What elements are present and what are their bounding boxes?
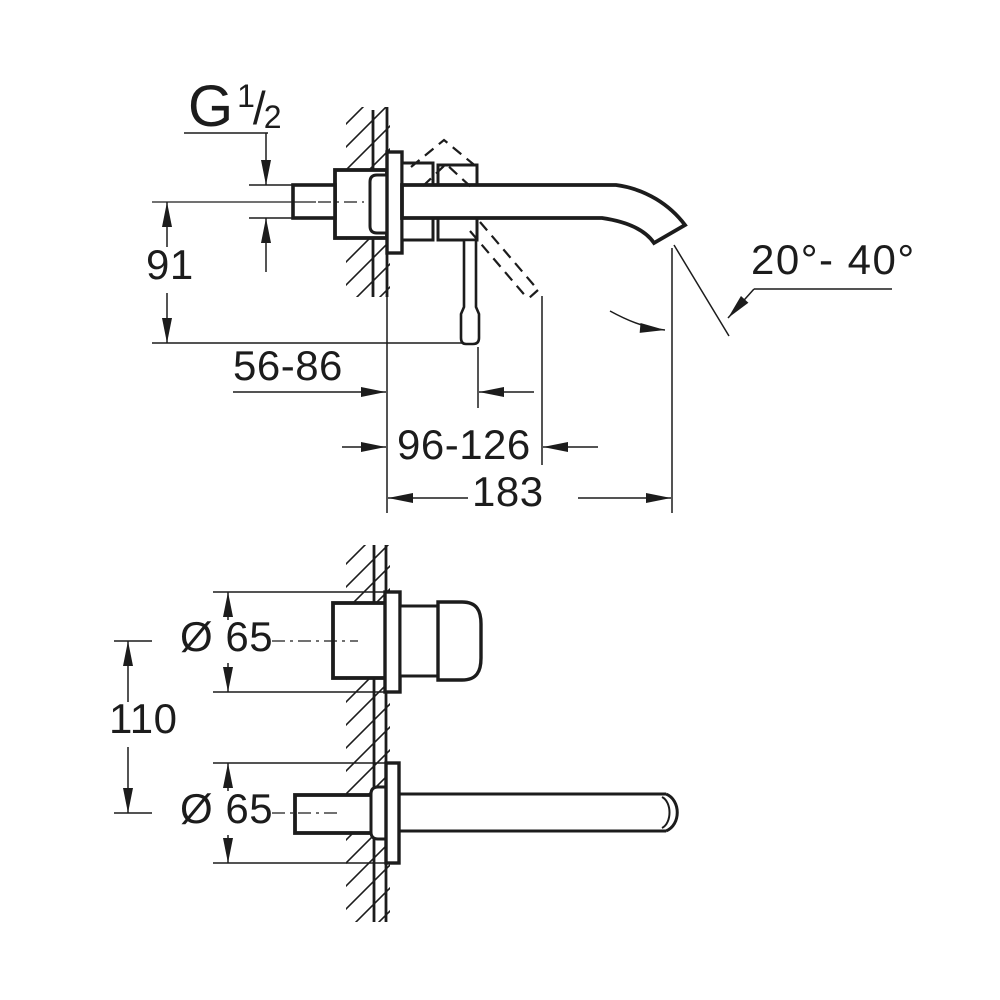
thread-slash: / (252, 82, 266, 134)
spout-plan (293, 761, 679, 865)
plan-view (114, 545, 679, 922)
dimension-lines-side (152, 132, 892, 513)
dim-handle-escutcheon-dia: Ø 65 (180, 613, 274, 660)
thread-size-label: G 1 / 2 (188, 78, 282, 136)
thread-numerator: 1 (237, 78, 255, 114)
spout-escutcheon (384, 761, 401, 865)
handle-neck (398, 604, 440, 678)
lever-handle (459, 238, 481, 346)
concealed-body-spout (293, 793, 376, 835)
wall-hatching-plan (346, 545, 390, 922)
wall-escutcheon-side (385, 150, 404, 255)
dim-lever-closed-56-86: 56-86 (233, 342, 343, 389)
thread-denominator: 2 (263, 99, 282, 135)
cartridge-housing (368, 173, 391, 235)
dim-spout-height-91: 91 (146, 241, 194, 288)
concealed-body-handle (331, 601, 388, 680)
dimension-lines-plan (114, 591, 386, 864)
dim-spout-angle: 20°- 40° (751, 236, 916, 283)
lever-alternate-position (410, 138, 539, 300)
dim-spout-projection-183: 183 (472, 468, 544, 515)
handle-escutcheon (383, 590, 402, 694)
spout-collar (369, 785, 389, 841)
centerlines-plan (272, 640, 358, 814)
angle-reference-line (673, 244, 730, 337)
swivel-arc-arrow (609, 310, 666, 333)
side-view (152, 107, 892, 513)
faucet-body-side (291, 150, 688, 346)
handle-plan (331, 590, 483, 694)
spout-end-cap (665, 792, 679, 833)
dim-lever-open-96-126: 96-126 (397, 421, 531, 468)
dim-center-distance-110: 110 (109, 695, 178, 742)
handle-knob (436, 600, 483, 682)
thread-g: G (188, 74, 234, 139)
spout-outline (400, 183, 688, 246)
dim-spout-escutcheon-dia: Ø 65 (180, 785, 274, 832)
